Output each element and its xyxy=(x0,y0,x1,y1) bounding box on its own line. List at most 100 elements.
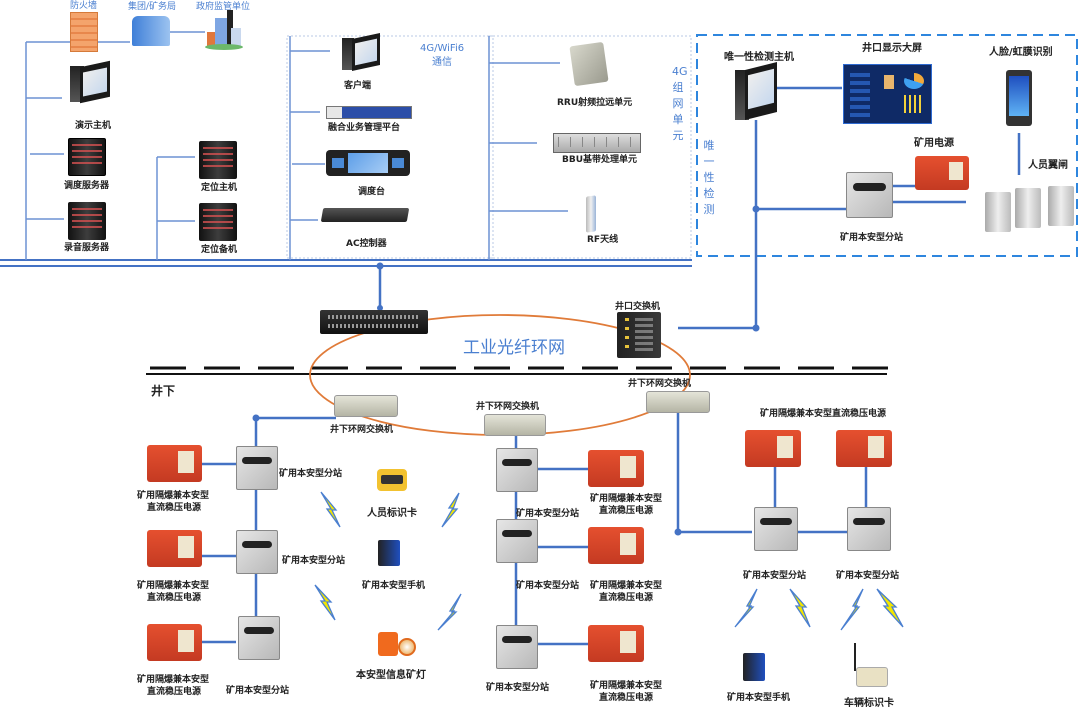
dispatch-console-icon xyxy=(326,150,410,176)
wireless-signal-icon xyxy=(789,588,811,628)
power-supply-icon xyxy=(147,530,202,567)
substation-icon xyxy=(847,507,891,551)
face-iris-terminal-icon xyxy=(1006,70,1032,126)
substation-icon xyxy=(236,446,278,490)
turnstile-gate-icon xyxy=(1048,186,1074,226)
ring-switch-icon xyxy=(484,414,546,436)
mine-phone-icon xyxy=(743,653,765,681)
unique-links xyxy=(678,86,1021,330)
rf-antenna-label: RF天线 xyxy=(587,235,619,245)
junction-dot xyxy=(752,205,760,213)
server-icon xyxy=(199,141,237,179)
client-label: 客户端 xyxy=(344,81,372,91)
power-supply-icon xyxy=(147,624,202,661)
wireless-signal-icon xyxy=(314,584,336,621)
mine-power-label: 矿用电源 xyxy=(914,138,954,149)
power-label: 矿用隔爆兼本安型 xyxy=(137,491,210,501)
mine-phone-icon xyxy=(378,540,400,566)
unique-check-title: 唯一性检测 xyxy=(703,139,715,216)
comm-group-border xyxy=(286,35,494,259)
wellhead-switch-icon xyxy=(617,312,661,358)
unique-check-computer-icon xyxy=(735,62,777,128)
substation-label: 矿用本安型分站 xyxy=(486,683,550,693)
junction-dot xyxy=(252,414,260,422)
ring-switch-label: 井下环网交换机 xyxy=(476,402,540,412)
cap-lamp-label: 本安型信息矿灯 xyxy=(356,670,426,681)
comm-group-title: 4G/WiFi6 通信 xyxy=(420,43,465,68)
face-iris-label: 人脸/虹膜识别 xyxy=(989,47,1053,58)
ring-switch-label: 井下环网交换机 xyxy=(628,379,692,389)
substation-icon xyxy=(754,507,798,551)
left-tree-links xyxy=(25,31,568,260)
substation-label: 矿用本安型分站 xyxy=(516,581,580,591)
ring-switch-label: 井下环网交换机 xyxy=(330,425,394,435)
unique-substation-label: 矿用本安型分站 xyxy=(840,233,904,243)
rru-unit-icon xyxy=(569,41,609,87)
server-icon xyxy=(68,138,106,176)
cap-lamp-icon xyxy=(376,626,416,658)
power-label: 矿用隔爆兼本安型 xyxy=(590,681,663,691)
locate-host-label: 定位主机 xyxy=(201,183,238,193)
power-supply-icon xyxy=(588,625,644,662)
ac-controller-label: AC控制器 xyxy=(346,239,387,249)
gate-label: 人员翼闸 xyxy=(1028,160,1068,171)
substation-label: 矿用本安型分站 xyxy=(743,571,807,581)
substation-label: 矿用本安型分站 xyxy=(516,509,580,519)
lte-group-title: 4G组网单元 xyxy=(672,65,688,142)
locate-backup-label: 定位备机 xyxy=(201,245,238,255)
client-computer-icon xyxy=(342,33,380,74)
bbu-unit-icon xyxy=(553,133,641,153)
rf-antenna-icon xyxy=(586,195,596,233)
substation-label: 矿用本安型分站 xyxy=(279,469,343,479)
underground-label: 井下 xyxy=(151,384,176,398)
mine-substation-icon xyxy=(846,172,893,218)
power-label: 直流稳压电源 xyxy=(147,503,202,513)
power-supply-icon xyxy=(836,430,892,467)
wireless-signal-icon xyxy=(441,492,460,528)
unique-host-label: 唯一性检测主机 xyxy=(724,52,794,63)
wireless-signal-icon xyxy=(876,588,904,628)
mine-power-supply-icon xyxy=(915,156,969,190)
power-label: 矿用隔爆兼本安型 xyxy=(137,581,210,591)
power-label: 矿用隔爆兼本安型 xyxy=(137,675,210,685)
substation-icon xyxy=(238,616,280,660)
personnel-id-card-icon xyxy=(377,469,407,491)
junction-dot xyxy=(752,324,760,332)
ac-controller-icon xyxy=(320,208,410,222)
power-full-label: 矿用隔爆兼本安型直流稳压电源 xyxy=(760,409,887,419)
substation-icon xyxy=(496,448,538,492)
phone-label: 矿用本安型手机 xyxy=(362,581,426,591)
rru-label: RRU射频拉远单元 xyxy=(557,98,633,108)
vehicle-card-label: 车辆标识卡 xyxy=(844,698,894,709)
core-switch-icon xyxy=(320,310,428,334)
ring-switch-icon xyxy=(334,395,398,417)
junction-dot xyxy=(674,528,682,536)
power-label: 直流稳压电源 xyxy=(599,593,654,603)
wireless-icons xyxy=(314,491,904,631)
demo-host-label: 演示主机 xyxy=(75,121,112,131)
junction-dot xyxy=(377,305,383,311)
power-label: 矿用隔爆兼本安型 xyxy=(590,581,663,591)
power-supply-icon xyxy=(588,527,644,564)
id-card-label: 人员标识卡 xyxy=(367,508,417,519)
power-supply-icon xyxy=(745,430,801,467)
power-label: 直流稳压电源 xyxy=(147,593,202,603)
bbu-label: BBU基带处理单元 xyxy=(562,155,638,165)
group-bureau-label: 集团/矿务局 xyxy=(128,2,177,12)
wireless-signal-icon xyxy=(840,588,864,631)
power-label: 矿用隔爆兼本安型 xyxy=(590,494,663,504)
unique-check-border xyxy=(696,34,1078,257)
wellhead-big-screen-icon xyxy=(843,64,932,124)
office-building-icon xyxy=(132,16,170,46)
power-label: 直流稳压电源 xyxy=(599,506,654,516)
substation-icon xyxy=(496,519,538,563)
dispatch-console-label: 调度台 xyxy=(358,187,386,197)
substation-icon xyxy=(496,625,538,669)
wellhead-switch-label: 井口交换机 xyxy=(615,302,661,312)
city-buildings-icon xyxy=(205,10,243,50)
power-label: 直流稳压电源 xyxy=(147,687,202,697)
firewall-icon xyxy=(70,12,98,52)
substation-label: 矿用本安型分站 xyxy=(836,571,900,581)
ring-switch-icon xyxy=(646,391,710,413)
